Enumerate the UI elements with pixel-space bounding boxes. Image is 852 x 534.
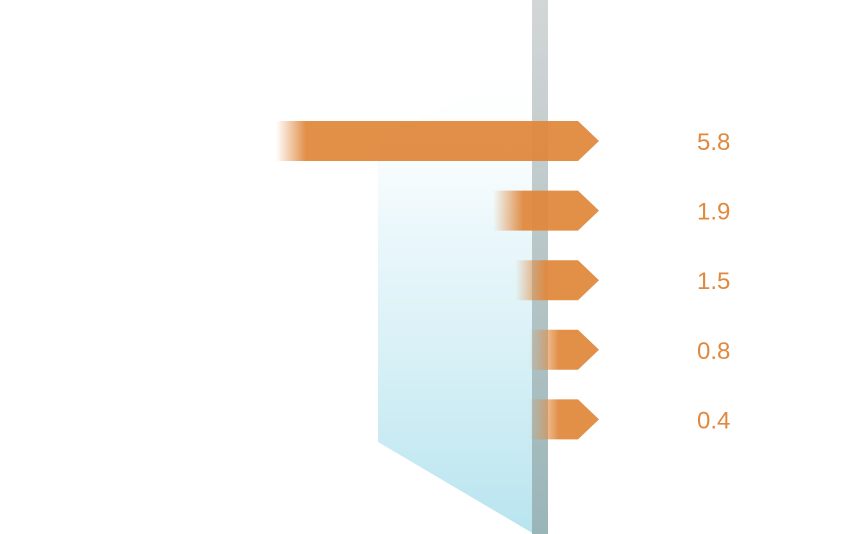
bar-arrow [493,190,599,231]
value-label: 5.8 [697,129,730,156]
bar-arrow [276,121,599,161]
value-label: 0.8 [697,338,730,365]
value-label-group: 5.8 1.9 1.5 0.8 0.4 [697,129,730,434]
bar-arrow [515,260,599,301]
value-label: 1.5 [697,268,730,295]
bar-arrow [529,329,599,370]
value-label: 1.9 [697,199,730,226]
bar-group [276,121,599,440]
bar-arrow [529,399,599,440]
glass-pane [378,60,534,534]
value-label: 0.4 [697,407,730,434]
